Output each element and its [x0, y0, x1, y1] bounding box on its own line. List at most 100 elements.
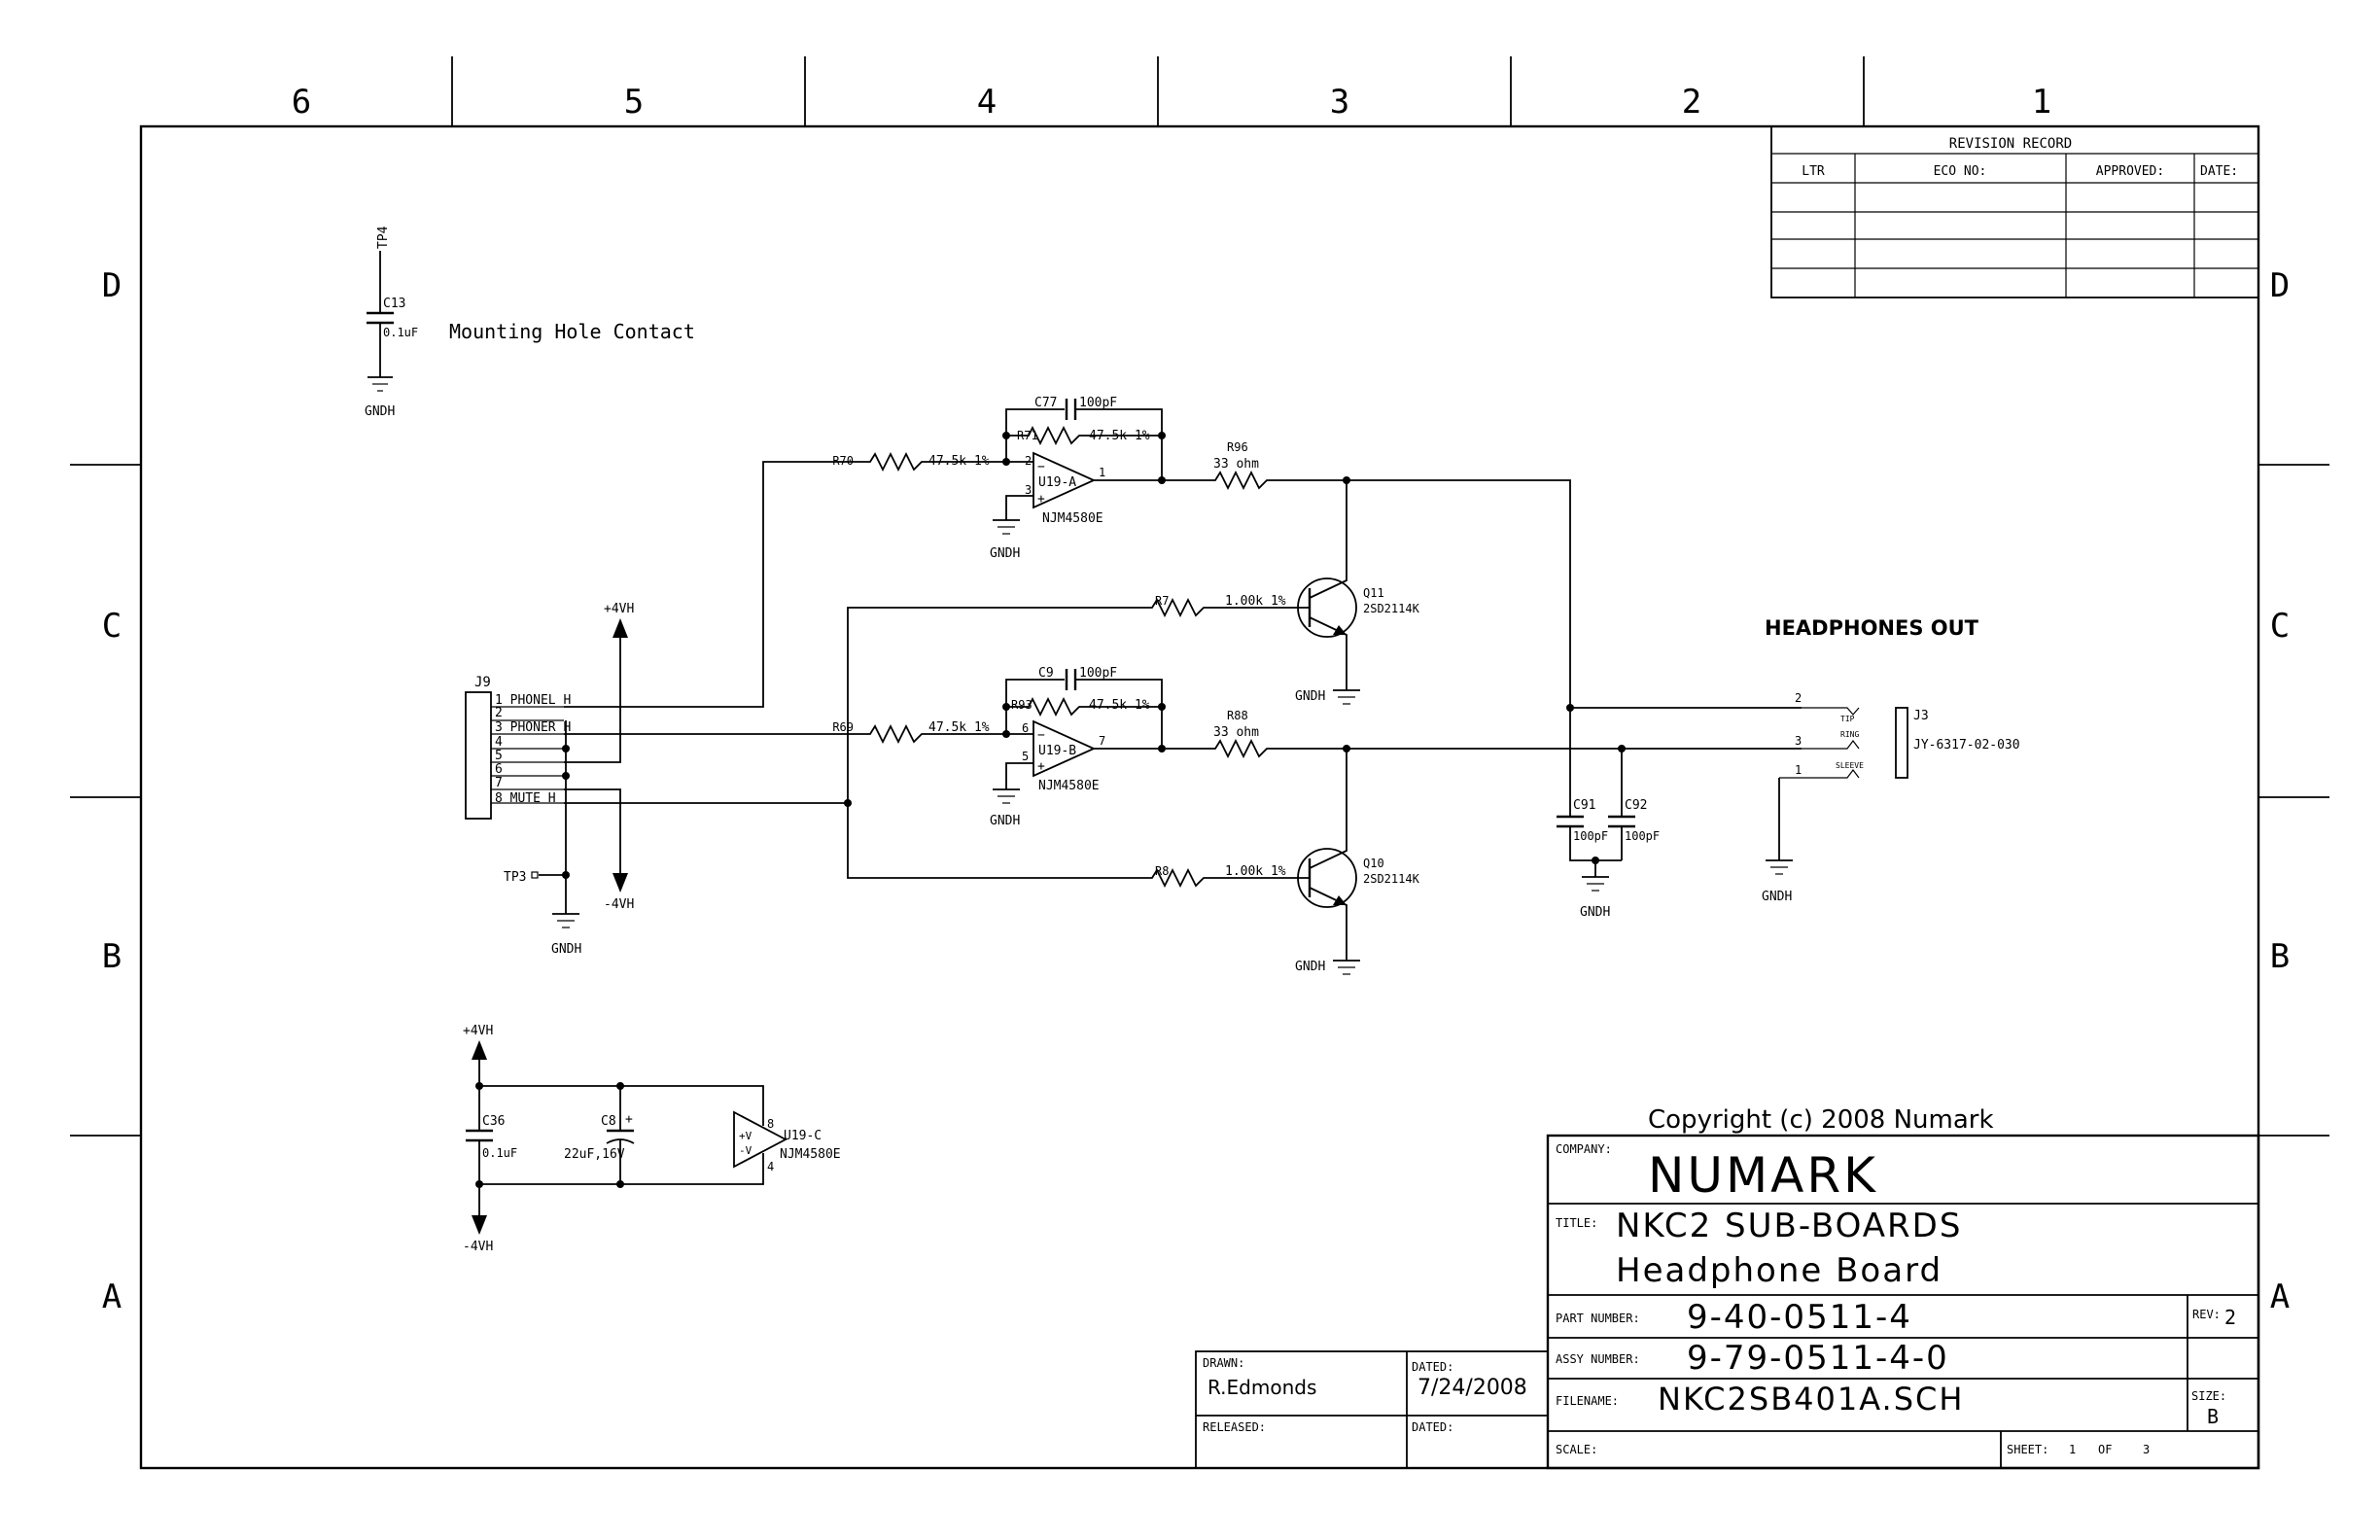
sheet-number: 1: [2069, 1443, 2076, 1456]
title-label: TITLE:: [1556, 1216, 1597, 1230]
c91-value: 100pF: [1573, 829, 1608, 843]
u19c-pin8: 8: [767, 1117, 774, 1131]
output-capacitors: C91 100pF C92 100pF GNDH: [1557, 704, 1802, 920]
gndh-q11: GNDH: [1295, 689, 1325, 704]
r7-label: R7: [1155, 594, 1169, 608]
j3-tip: TIP: [1840, 715, 1855, 723]
r7-value: 1.00k 1%: [1225, 594, 1286, 609]
j9-pin-3: 3 PHONER H: [495, 720, 571, 735]
amp-b-circuit: R69 47.5k 1% C9 100pF R93 47.5k 1% 6 5 7…: [832, 666, 1802, 828]
j9-pin-7: 7: [495, 776, 503, 790]
c77-value: 100pF: [1079, 396, 1117, 410]
u19b-pin6: 6: [1022, 721, 1029, 735]
j9-pin-2: 2: [495, 706, 503, 720]
part-number: 9-40-0511-4: [1687, 1298, 1912, 1337]
r8-value: 1.00k 1%: [1225, 864, 1286, 879]
j9-pin-4: 4: [495, 735, 503, 750]
zone-row-a-right: A: [2270, 1278, 2290, 1316]
zone-col-5: 5: [624, 83, 644, 122]
zone-col-3: 3: [1330, 83, 1349, 122]
svg-text:−: −: [1037, 728, 1045, 743]
u19c-part: NJM4580E: [780, 1147, 841, 1162]
r93-label: R93: [1011, 698, 1032, 712]
c91-label: C91: [1573, 798, 1595, 813]
c8-value: 22uF,16V: [564, 1147, 625, 1162]
title-block: Copyright (c) 2008 Numark COMPANY: NUMAR…: [1195, 1105, 2260, 1470]
drawn-label: DRAWN:: [1203, 1356, 1244, 1370]
amp-a-circuit: R70 47.5k 1% C77 100pF R71 47.5k 1% 2 3 …: [832, 396, 1571, 708]
r71-label: R71: [1017, 429, 1038, 442]
j3-ref: J3: [1913, 709, 1929, 723]
title-line-1: NKC2 SUB-BOARDS: [1616, 1207, 1962, 1245]
q11-part: 2SD2114K: [1363, 602, 1420, 615]
zone-row-a-left: A: [102, 1278, 122, 1316]
dated2-label: DATED:: [1412, 1420, 1453, 1434]
c36-label: C36: [482, 1114, 505, 1129]
headphone-jack-j3: HEADPHONES OUT J3 JY-6317-02-030 2 TIP 3…: [1762, 616, 2020, 904]
q11-ref: Q11: [1363, 586, 1384, 600]
j9-pin-5: 5: [495, 749, 503, 763]
zone-row-d-left: D: [102, 266, 122, 305]
r69-value: 47.5k 1%: [928, 720, 990, 735]
r96-label: R96: [1227, 440, 1248, 454]
r70-value: 47.5k 1%: [928, 454, 990, 469]
u19b-pin5: 5: [1022, 750, 1029, 763]
mounting-hole-note: Mounting Hole Contact: [449, 320, 695, 343]
r96-value: 33 ohm: [1213, 457, 1259, 472]
mute-transistor-q10: R8 1.00k 1% Q10 2SD2114K GNDH: [844, 749, 1420, 975]
drawn-by: R.Edmonds: [1208, 1376, 1316, 1399]
j3-part: JY-6317-02-030: [1913, 738, 2020, 752]
mounting-hole-circuit: TP4 C13 0.1uF Mounting Hole Contact GNDH: [365, 226, 695, 419]
rev-label: REV:: [2192, 1308, 2221, 1321]
zone-col-1: 1: [2032, 83, 2051, 122]
rail-plus-4vh-j9: +4VH: [604, 602, 634, 616]
u19a-pin2: 2: [1025, 454, 1032, 468]
filename-label: FILENAME:: [1556, 1394, 1619, 1408]
released-label: RELEASED:: [1203, 1420, 1266, 1434]
tp3-label: TP3: [504, 870, 526, 885]
r70-label: R70: [832, 454, 854, 468]
c92-value: 100pF: [1625, 829, 1660, 843]
zone-row-d-right: D: [2270, 266, 2290, 305]
zone-col-6: 6: [292, 83, 311, 122]
copyright: Copyright (c) 2008 Numark: [1648, 1105, 1994, 1135]
gndh-q10: GNDH: [1295, 960, 1325, 974]
r8-label: R8: [1155, 864, 1169, 878]
sheet-label: SHEET:: [2007, 1443, 2048, 1456]
zone-row-b-left: B: [102, 937, 122, 976]
c9-value: 100pF: [1079, 666, 1117, 681]
rail-minus-4vh-j9: -4VH: [604, 897, 634, 912]
connector-j9: J9 1 PHONEL H 2 3 PHONER H 4 5 6 7 8 MUT…: [465, 675, 571, 820]
supply-decoupling: +4VH C36 0.1uF C8 + 22uF,16V -4VH +V -V …: [463, 1024, 841, 1254]
rev-col-date: DATE:: [2200, 164, 2238, 179]
r88-value: 33 ohm: [1213, 725, 1259, 740]
revision-record-title: REVISION RECORD: [1949, 136, 2072, 152]
gndh-amp-a: GNDH: [990, 546, 1020, 561]
j3-ring: RING: [1840, 730, 1859, 739]
svg-text:+: +: [1037, 759, 1045, 774]
q10-part: 2SD2114K: [1363, 872, 1420, 886]
svg-text:+: +: [625, 1112, 633, 1127]
j9-ref: J9: [474, 675, 491, 690]
u19a-part: NJM4580E: [1042, 511, 1103, 526]
rev-value: 2: [2224, 1306, 2236, 1329]
rev-col-ltr: LTR: [1802, 164, 1825, 179]
gndh-label: GNDH: [365, 404, 395, 419]
u19c-minus-v: -V: [739, 1144, 752, 1157]
part-number-label: PART NUMBER:: [1556, 1312, 1640, 1325]
u19a-pin1: 1: [1099, 466, 1105, 479]
title-line-2: Headphone Board: [1616, 1251, 1942, 1290]
size-label: SIZE:: [2191, 1389, 2226, 1403]
u19b-ref: U19-B: [1038, 744, 1076, 758]
svg-text:−: −: [1037, 460, 1045, 474]
u19c-plus-v: +V: [739, 1130, 752, 1142]
gndh-j9: GNDH: [551, 942, 581, 957]
u19a-pin3: 3: [1025, 483, 1032, 497]
q10-ref: Q10: [1363, 857, 1384, 870]
scale-label: SCALE:: [1556, 1443, 1597, 1456]
r69-label: R69: [832, 720, 854, 734]
j9-wiring: +4VH -4VH TP3 GNDH: [504, 461, 854, 957]
j9-pin-6: 6: [495, 762, 503, 777]
gndh-j3: GNDH: [1762, 890, 1792, 904]
j3-pin-ring: 3: [1795, 734, 1802, 748]
